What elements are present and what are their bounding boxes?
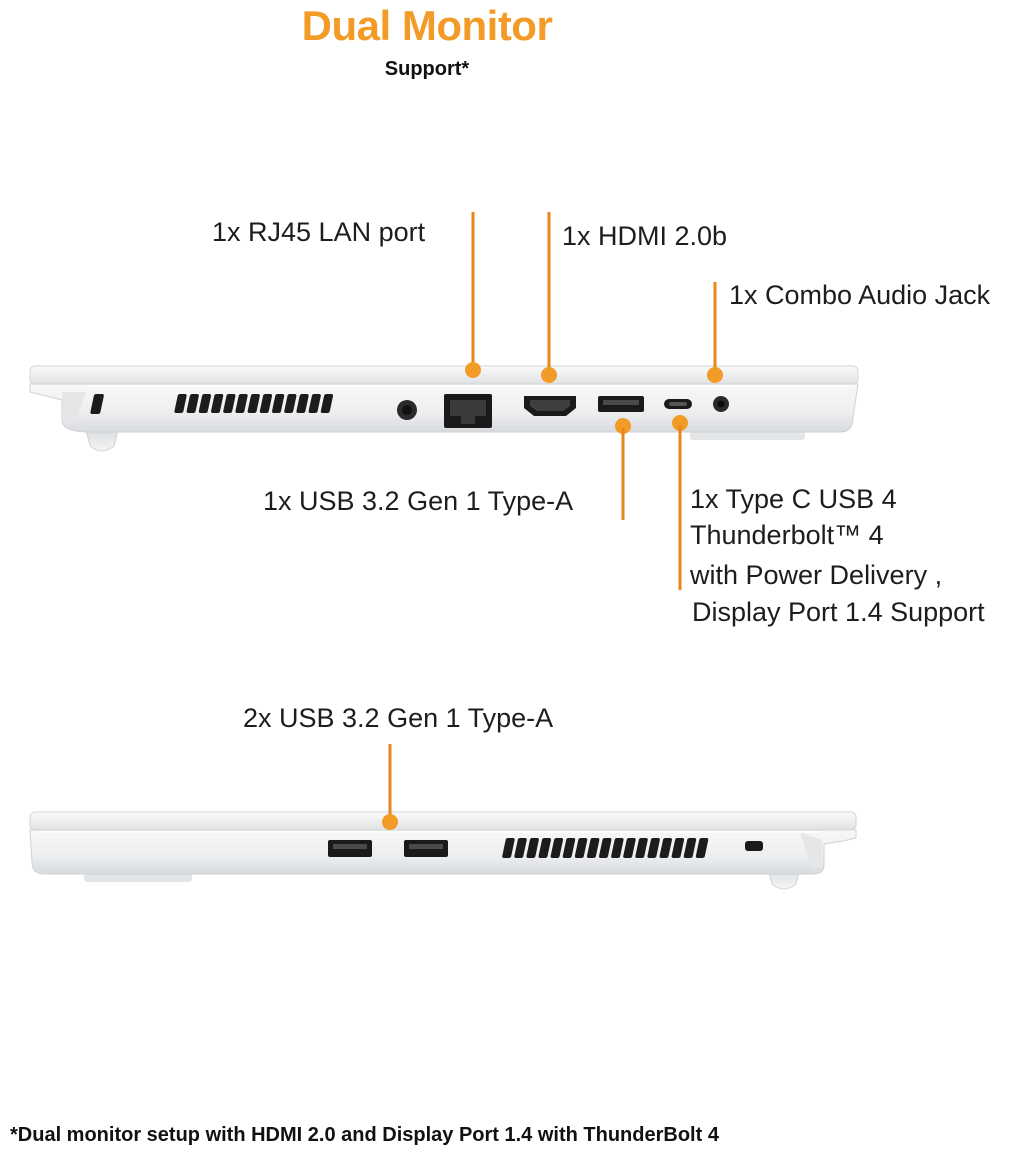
label-usb-a-pair: 2x USB 3.2 Gen 1 Type-A [243, 703, 554, 733]
vent-slat [647, 838, 660, 858]
vent-slat [611, 838, 624, 858]
usb-a-port [598, 396, 644, 412]
footnote: *Dual monitor setup with HDMI 2.0 and Di… [10, 1124, 719, 1146]
kensington-lock-slot [745, 841, 763, 851]
vent-slat [259, 394, 273, 413]
vent-slat [514, 838, 527, 858]
vent-slat [271, 394, 285, 413]
vent-slat [574, 838, 588, 858]
vent-grille [502, 838, 709, 858]
vent-slat [586, 838, 600, 858]
vent-slat [296, 394, 309, 413]
laptop-hinge [800, 832, 822, 870]
vent-slat [247, 394, 260, 413]
vent-slat [320, 394, 334, 413]
leader-dot-usb-c [672, 415, 688, 431]
vent-slat [502, 838, 515, 858]
laptop-right-side [29, 365, 859, 452]
vent-slat [186, 394, 199, 413]
label-rj45: 1x RJ45 LAN port [212, 217, 426, 247]
laptop-hinge [62, 392, 86, 424]
page-subtitle: Support* [384, 58, 470, 80]
vent-slat [623, 838, 636, 858]
label-usb-c-line-1: 1x Type C USB 4 [690, 484, 897, 514]
leader-dot-usb-a-pair [382, 814, 398, 830]
label-usb-c-line-3: with Power Delivery , [690, 560, 943, 590]
vent-slat [635, 838, 648, 858]
vent-slat [671, 838, 685, 858]
vent-slat [308, 394, 321, 413]
vent-slat [284, 394, 297, 413]
vent-slat [599, 838, 612, 858]
usb-a-port [404, 840, 448, 857]
laptop-lid [29, 811, 857, 831]
vent-slat [210, 394, 224, 413]
vent-slat [538, 838, 551, 858]
label-audio-jack: 1x Combo Audio Jack [729, 280, 991, 310]
label-usb-c-line-2: Thunderbolt™ 4 [690, 520, 884, 550]
label-usb-c-line-4: Display Port 1.4 Support [692, 597, 985, 627]
laptop-foot [85, 429, 119, 452]
vent-slat [223, 394, 236, 413]
vent-slat [659, 838, 672, 858]
vent-grille [90, 394, 104, 414]
vent-slat [526, 838, 539, 858]
label-hdmi: 1x HDMI 2.0b [562, 221, 728, 251]
leader-dot-rj45 [465, 362, 481, 378]
rj45-port [444, 394, 492, 428]
page-title: Dual Monitor [301, 2, 553, 49]
laptop-lid [29, 365, 859, 385]
laptop-left-side [29, 811, 857, 890]
leader-dot-usb-a [615, 418, 631, 434]
usb-a-port [328, 840, 372, 857]
vent-slat [235, 394, 248, 413]
vent-slat [198, 394, 212, 413]
vent-grille [174, 394, 334, 413]
hdmi-port [524, 396, 576, 416]
label-usb-a: 1x USB 3.2 Gen 1 Type-A [263, 486, 574, 516]
leader-dot-audio [707, 367, 723, 383]
vent-slat [562, 838, 576, 858]
vent-slat [550, 838, 564, 858]
leader-dot-hdmi [541, 367, 557, 383]
vent-slat [174, 394, 187, 413]
vent-slat [683, 838, 697, 858]
vent-slat [695, 838, 709, 858]
